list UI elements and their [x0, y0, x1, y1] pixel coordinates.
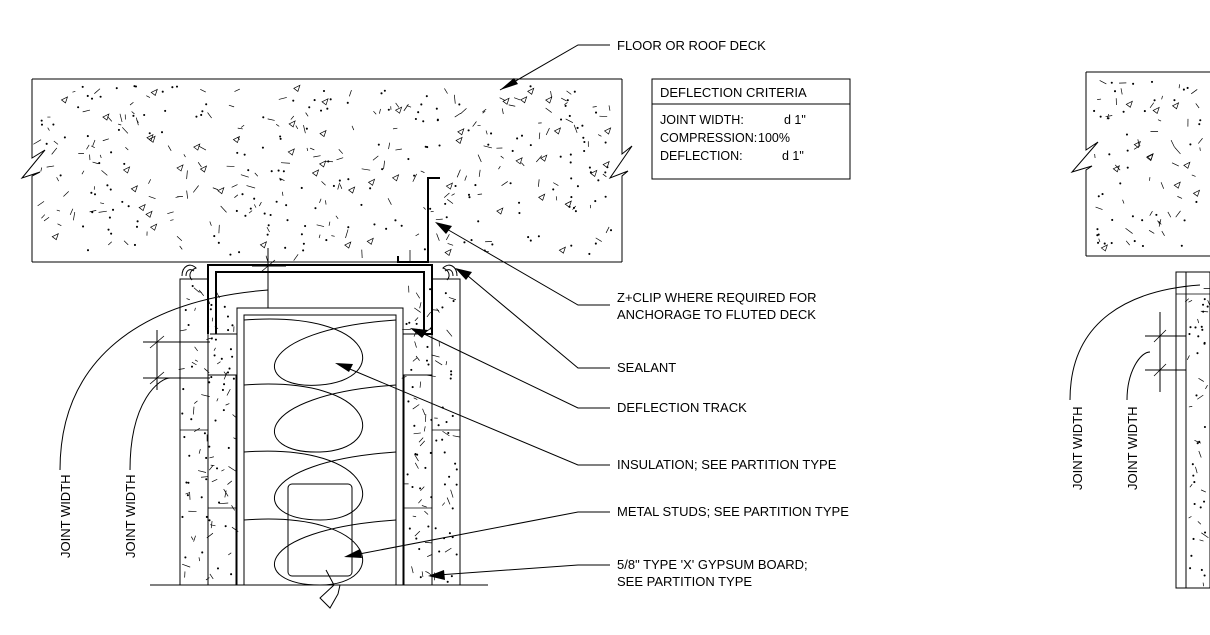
joint-width-label-inner: JOINT WIDTH	[1125, 406, 1140, 490]
callout-floor-deck: FLOOR OR ROOF DECK	[617, 38, 766, 53]
callout-insulation: INSULATION; SEE PARTITION TYPE	[617, 457, 837, 472]
dimension-marks	[59, 248, 286, 471]
criteria-title: DEFLECTION CRITERIA	[660, 85, 807, 100]
callout-sealant: SEALANT	[617, 360, 676, 375]
criteria-row-label: COMPRESSION:	[660, 131, 757, 145]
gypsum-board-left	[178, 278, 239, 586]
deflection-criteria-box: DEFLECTION CRITERIA JOINT WIDTH: d 1" CO…	[651, 78, 851, 180]
concrete-stipple	[1093, 80, 1203, 252]
concrete-deck	[20, 78, 633, 263]
criteria-row-value: d 1"	[782, 149, 804, 163]
joint-width-label-outer: JOINT WIDTH	[1070, 406, 1085, 490]
leader-lines	[335, 44, 610, 580]
concrete-stipple	[33, 84, 613, 262]
stud-punchout	[287, 483, 353, 577]
criteria-row-value: 100%	[758, 131, 790, 145]
callout-metal-studs: METAL STUDS; SEE PARTITION TYPE	[617, 504, 849, 519]
callout-z-clip: Z+CLIP WHERE REQUIRED FOR ANCHORAGE TO F…	[617, 290, 820, 322]
z-clip	[397, 177, 440, 263]
criteria-row-value: d 1"	[784, 113, 806, 127]
joint-width-label-inner: JOINT WIDTH	[123, 474, 138, 558]
insulation-loops	[243, 318, 397, 586]
left-detail: JOINT WIDTH JOINT WIDTH FLOOR OR ROOF DE…	[20, 38, 851, 609]
criteria-row-label: DEFLECTION:	[660, 149, 743, 163]
right-detail-cropped: JOINT WIDTH JOINT WIDTH	[1069, 71, 1210, 589]
callout-gypsum-board: 5/8" TYPE 'X' GYPSUM BOARD; SEE PARTITIO…	[617, 557, 811, 589]
gypsum-board-right	[401, 278, 461, 586]
metal-stud	[236, 307, 404, 585]
deflection-track	[207, 264, 433, 335]
joint-width-label-outer: JOINT WIDTH	[58, 474, 73, 558]
sealant-beads	[181, 264, 458, 281]
criteria-row-label: JOINT WIDTH:	[660, 113, 744, 127]
callout-deflection-track: DEFLECTION TRACK	[617, 400, 747, 415]
